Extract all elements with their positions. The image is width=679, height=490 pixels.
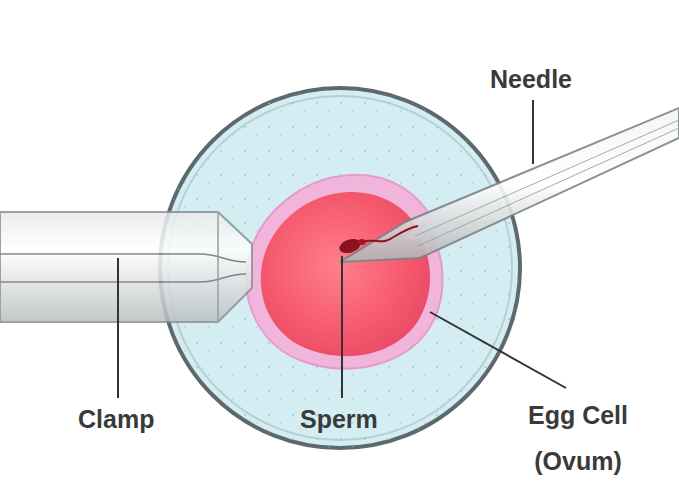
sperm-cell xyxy=(338,226,418,256)
egg-leader xyxy=(430,312,566,388)
holding-pipette xyxy=(0,212,252,322)
needle-leader xyxy=(532,100,534,164)
leader-lines xyxy=(118,100,566,398)
egg-cell-label: Egg Cell (Ovum) xyxy=(508,392,648,484)
sperm-leader xyxy=(341,256,343,398)
egg-cell xyxy=(246,175,442,369)
injection-needle xyxy=(340,108,679,262)
sperm-label: Sperm xyxy=(300,404,378,434)
needle-label: Needle xyxy=(490,64,572,94)
clamp-label: Clamp xyxy=(78,404,154,434)
clamp-leader xyxy=(117,258,119,398)
